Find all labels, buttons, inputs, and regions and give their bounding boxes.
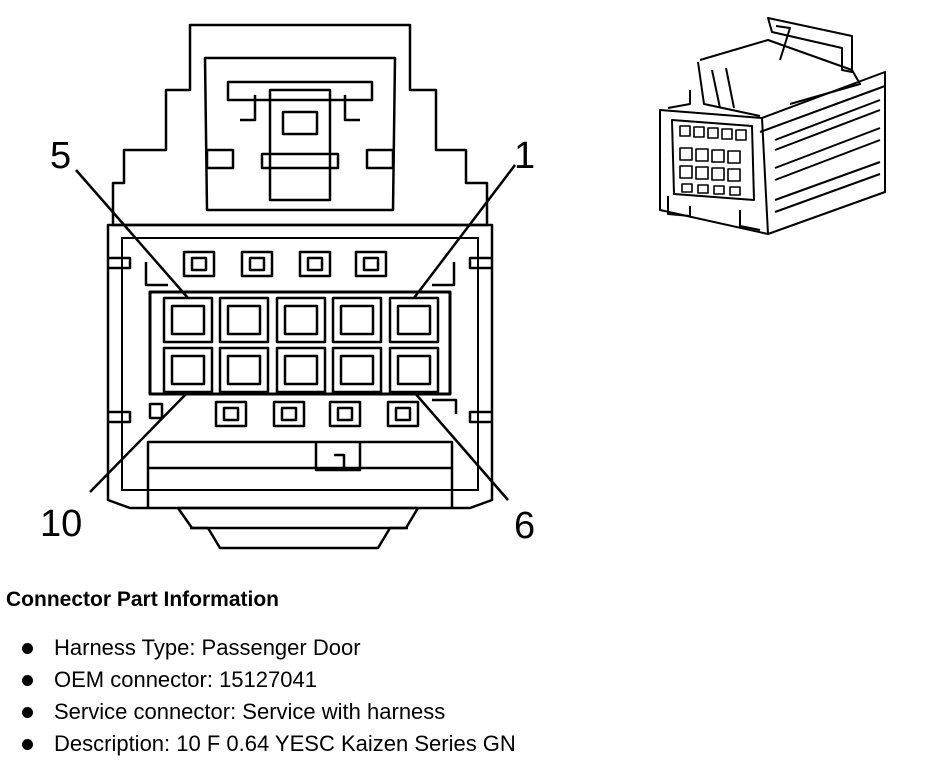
pin-label-6: 6	[514, 505, 535, 547]
bullet-icon	[22, 707, 33, 718]
pin-label-1: 1	[514, 135, 535, 177]
pin-label-5: 5	[50, 135, 71, 177]
leader-pin-1	[413, 164, 516, 299]
service-connector: Service connector: Service with harness	[54, 699, 446, 724]
list-item: OEM connector: 15127041	[6, 664, 906, 696]
info-list: Harness Type: Passenger Door OEM connect…	[6, 632, 906, 760]
oem-connector: OEM connector: 15127041	[54, 667, 317, 692]
isometric-cavities	[679, 125, 747, 196]
connector-face	[106, 23, 494, 550]
bullet-icon	[22, 675, 33, 686]
harness-type: Harness Type: Passenger Door	[54, 635, 361, 660]
connector-description: Description: 10 F 0.64 YESC Kaizen Serie…	[54, 731, 516, 756]
info-heading: Connector Part Information	[6, 588, 280, 611]
leader-pin-6	[413, 391, 509, 501]
bullet-icon	[22, 643, 33, 654]
list-item: Service connector: Service with harness	[6, 696, 906, 728]
list-item: Harness Type: Passenger Door	[6, 632, 906, 664]
leader-lines	[75, 164, 516, 501]
pin-label-10: 10	[40, 503, 82, 545]
latch-housing	[111, 23, 489, 227]
connector-isometric-view	[659, 17, 886, 235]
cavity-block	[148, 290, 452, 396]
list-item: Description: 10 F 0.64 YESC Kaizen Serie…	[6, 728, 906, 760]
leader-pin-5	[75, 169, 189, 299]
connector-body	[106, 223, 494, 510]
bullet-icon	[22, 739, 33, 750]
connector-diagram: 5 1 10 6	[40, 17, 886, 550]
cavity-row-2	[162, 346, 440, 394]
connector-part-info: Connector Part Information Harness Type:…	[6, 586, 906, 760]
cavity-row-1	[162, 296, 440, 344]
leader-pin-10	[89, 391, 189, 493]
